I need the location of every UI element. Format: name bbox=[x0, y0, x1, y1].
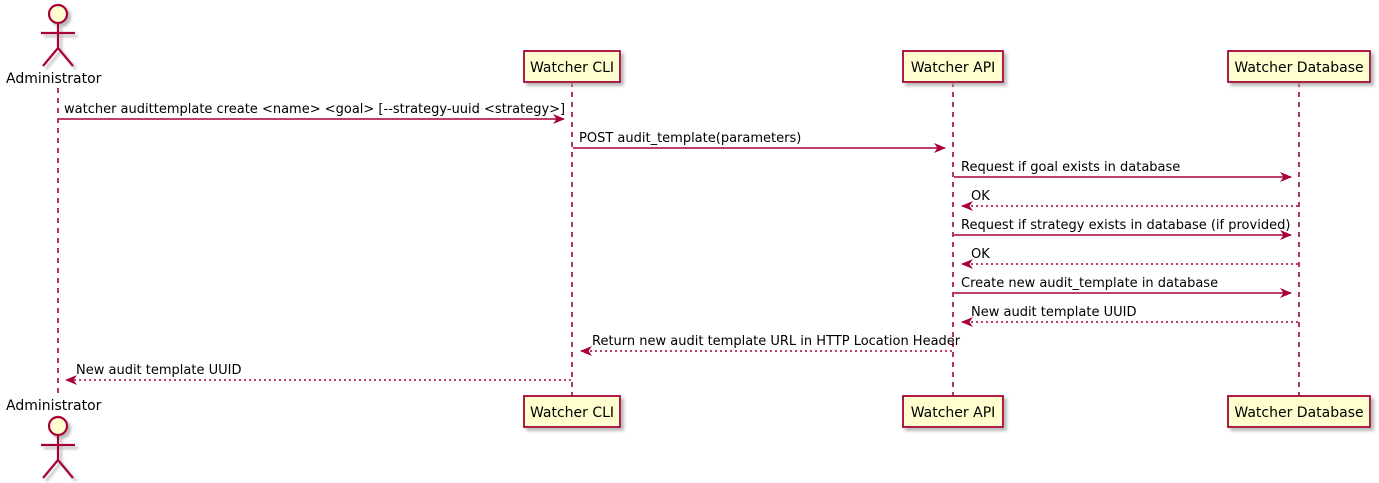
message-label: New audit template UUID bbox=[76, 363, 241, 378]
message-label: Return new audit template URL in HTTP Lo… bbox=[592, 334, 961, 349]
participant-box bbox=[1227, 395, 1371, 428]
participant-watcher-api-bottom[interactable]: Watcher API bbox=[902, 395, 1004, 428]
actor-leg-right-icon bbox=[57, 459, 74, 479]
actor-administrator-bottom[interactable] bbox=[41, 415, 75, 479]
message-8[interactable]: Return new audit template URL in HTTP Lo… bbox=[580, 334, 961, 356]
participant-watcher-database-top[interactable]: Watcher Database bbox=[1227, 50, 1371, 83]
lifelines bbox=[57, 82, 1300, 396]
message-7[interactable]: New audit template UUID bbox=[961, 305, 1298, 327]
participant-label: Watcher Database bbox=[1234, 405, 1363, 421]
participant-watcher-api-top[interactable]: Watcher API bbox=[902, 50, 1004, 83]
actor-leg-left-icon bbox=[42, 459, 59, 479]
message-label: POST audit_template(parameters) bbox=[579, 131, 801, 146]
participant-label: Watcher Database bbox=[1234, 60, 1363, 76]
message-label: Request if goal exists in database bbox=[961, 160, 1180, 175]
participant-watcher-cli-bottom[interactable]: Watcher CLI bbox=[523, 395, 621, 428]
participant-box bbox=[1227, 50, 1371, 83]
message-label: OK bbox=[971, 247, 990, 262]
message-label: Request if strategy exists in database (… bbox=[961, 218, 1290, 233]
actor-head-icon bbox=[47, 415, 69, 437]
participant-label: Watcher API bbox=[911, 405, 996, 421]
message-label: Create new audit_template in database bbox=[961, 276, 1218, 291]
message-1[interactable]: POST audit_template(parameters) bbox=[573, 131, 946, 153]
actor-head-icon bbox=[47, 3, 69, 25]
message-5[interactable]: OK bbox=[961, 247, 1298, 269]
message-2[interactable]: Request if goal exists in database bbox=[954, 160, 1292, 182]
participant-box bbox=[902, 50, 1004, 83]
message-label: New audit template UUID bbox=[971, 305, 1136, 320]
message-3[interactable]: OK bbox=[961, 189, 1298, 211]
participant-watcher-database-bottom[interactable]: Watcher Database bbox=[1227, 395, 1371, 428]
participant-box bbox=[523, 395, 621, 428]
actor-label-administrator-top: Administrator bbox=[6, 71, 102, 87]
participant-label: Watcher API bbox=[911, 60, 996, 76]
participant-box bbox=[902, 395, 1004, 428]
message-9[interactable]: New audit template UUID bbox=[65, 363, 571, 385]
message-label: OK bbox=[971, 189, 990, 204]
actor-administrator-top[interactable] bbox=[41, 3, 75, 67]
participant-box bbox=[523, 50, 621, 83]
participant-watcher-cli-top[interactable]: Watcher CLI bbox=[523, 50, 621, 83]
message-0[interactable]: watcher audittemplate create <name> <goa… bbox=[59, 102, 565, 124]
message-4[interactable]: Request if strategy exists in database (… bbox=[954, 218, 1292, 240]
participant-label: Watcher CLI bbox=[530, 405, 614, 421]
actor-leg-right-icon bbox=[57, 47, 74, 67]
participant-label: Watcher CLI bbox=[530, 60, 614, 76]
message-6[interactable]: Create new audit_template in database bbox=[954, 276, 1292, 298]
actor-leg-left-icon bbox=[42, 47, 59, 67]
actor-label-administrator-bottom: Administrator bbox=[6, 398, 102, 414]
message-label: watcher audittemplate create <name> <goa… bbox=[64, 102, 565, 117]
